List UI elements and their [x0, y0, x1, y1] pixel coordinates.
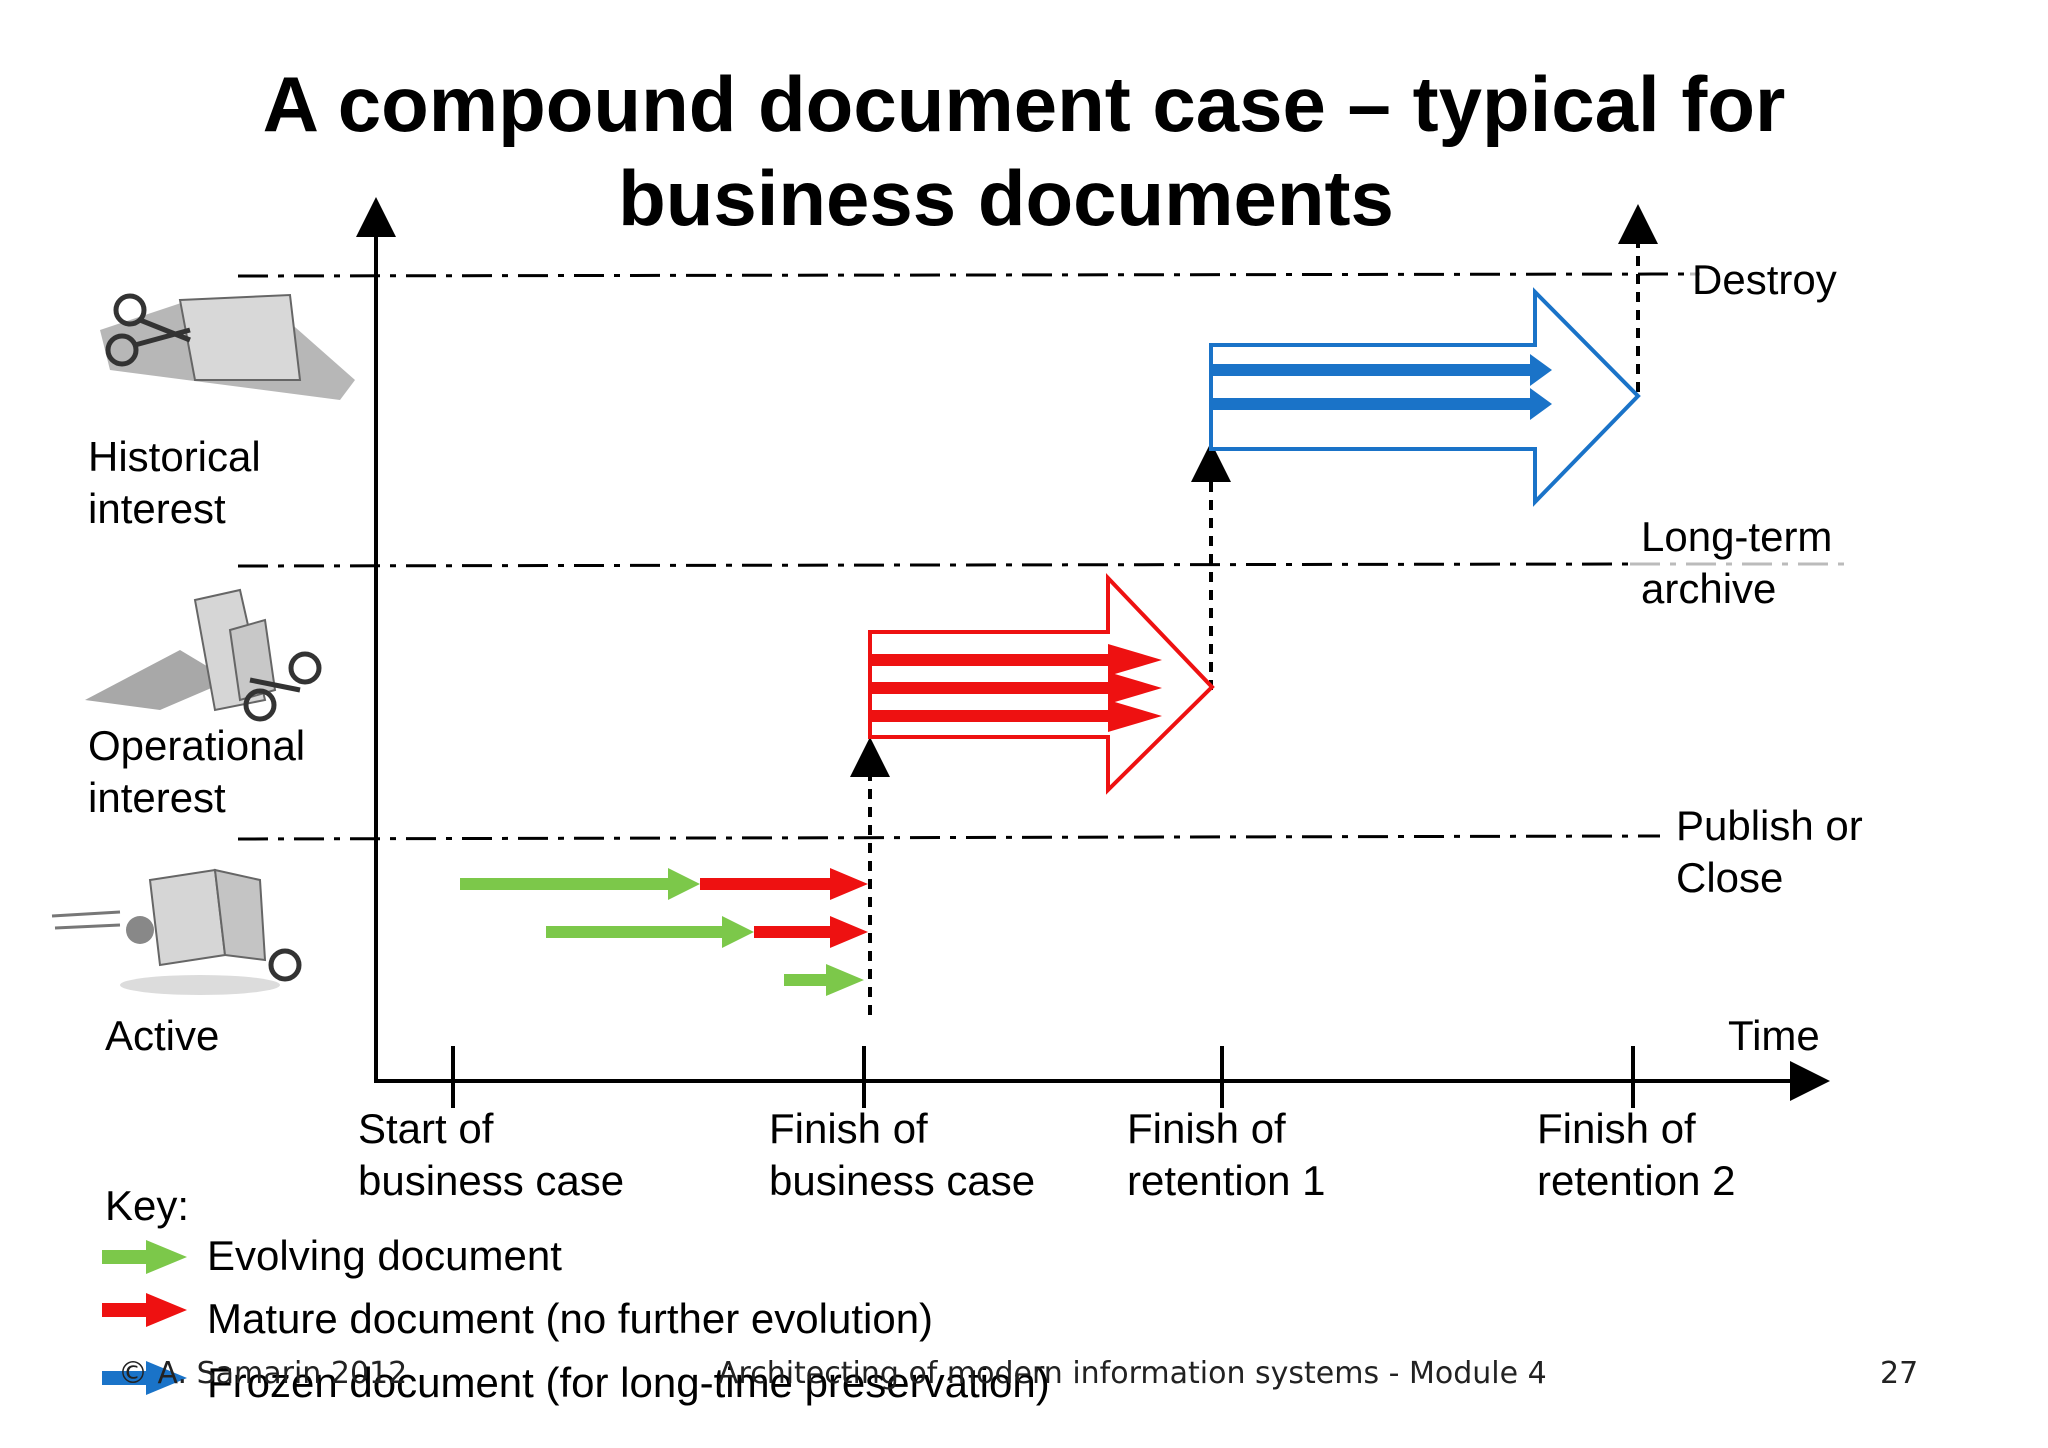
x-tick-label-finish-business: Finish of business case	[769, 1105, 1036, 1204]
mature-document-arrow	[868, 573, 1215, 795]
level-label-operational: Operational interest	[88, 722, 306, 821]
page-title-line2: business documents	[618, 154, 1394, 242]
footer-page-number: 27	[1880, 1356, 1919, 1391]
x-tick-label-retention-2: Finish of retention 2	[1537, 1105, 1736, 1204]
document-running-scissors-icon	[85, 588, 322, 722]
evolving-arrows	[460, 868, 864, 996]
key-arrow-mature	[102, 1293, 187, 1327]
threshold-label-destroy: Destroy	[1692, 256, 1837, 303]
threshold-line-fades	[1630, 272, 1845, 566]
transition-lines	[850, 204, 1658, 1015]
key-label-mature: Mature document (no further evolution)	[207, 1295, 934, 1342]
key-title: Key:	[105, 1182, 190, 1229]
key-label-frozen: Frozen document (for long-time preservat…	[207, 1359, 1050, 1406]
frozen-document-arrow	[1209, 287, 1641, 507]
key-arrow-frozen	[102, 1361, 187, 1395]
threshold-lines	[237, 272, 1691, 841]
x-axis-label: Time	[1728, 1012, 1820, 1059]
level-label-historical: Historical interest	[88, 433, 261, 532]
key-label-evolving: Evolving document	[207, 1232, 562, 1279]
threshold-label-publish: Publish or Close	[1676, 802, 1863, 901]
threshold-label-long-term: Long-term archive	[1641, 513, 1833, 612]
x-tick-label-retention-1: Finish of retention 1	[1127, 1105, 1326, 1204]
x-tick-label-start: Start of business case	[358, 1105, 625, 1204]
footer-copyright: © A. Samarin 2012	[118, 1356, 408, 1391]
mature-arrows	[700, 868, 868, 948]
key-arrow-evolving	[102, 1240, 187, 1274]
x-axis-ticks	[451, 1046, 1635, 1108]
document-running-cartoon-icon	[51, 868, 302, 995]
document-cut-scissors-icon	[100, 293, 355, 400]
page-title: A compound document case – typical for	[262, 60, 1786, 148]
footer-course: Architecting of modern information syste…	[718, 1356, 1547, 1391]
level-label-active: Active	[105, 1012, 220, 1059]
